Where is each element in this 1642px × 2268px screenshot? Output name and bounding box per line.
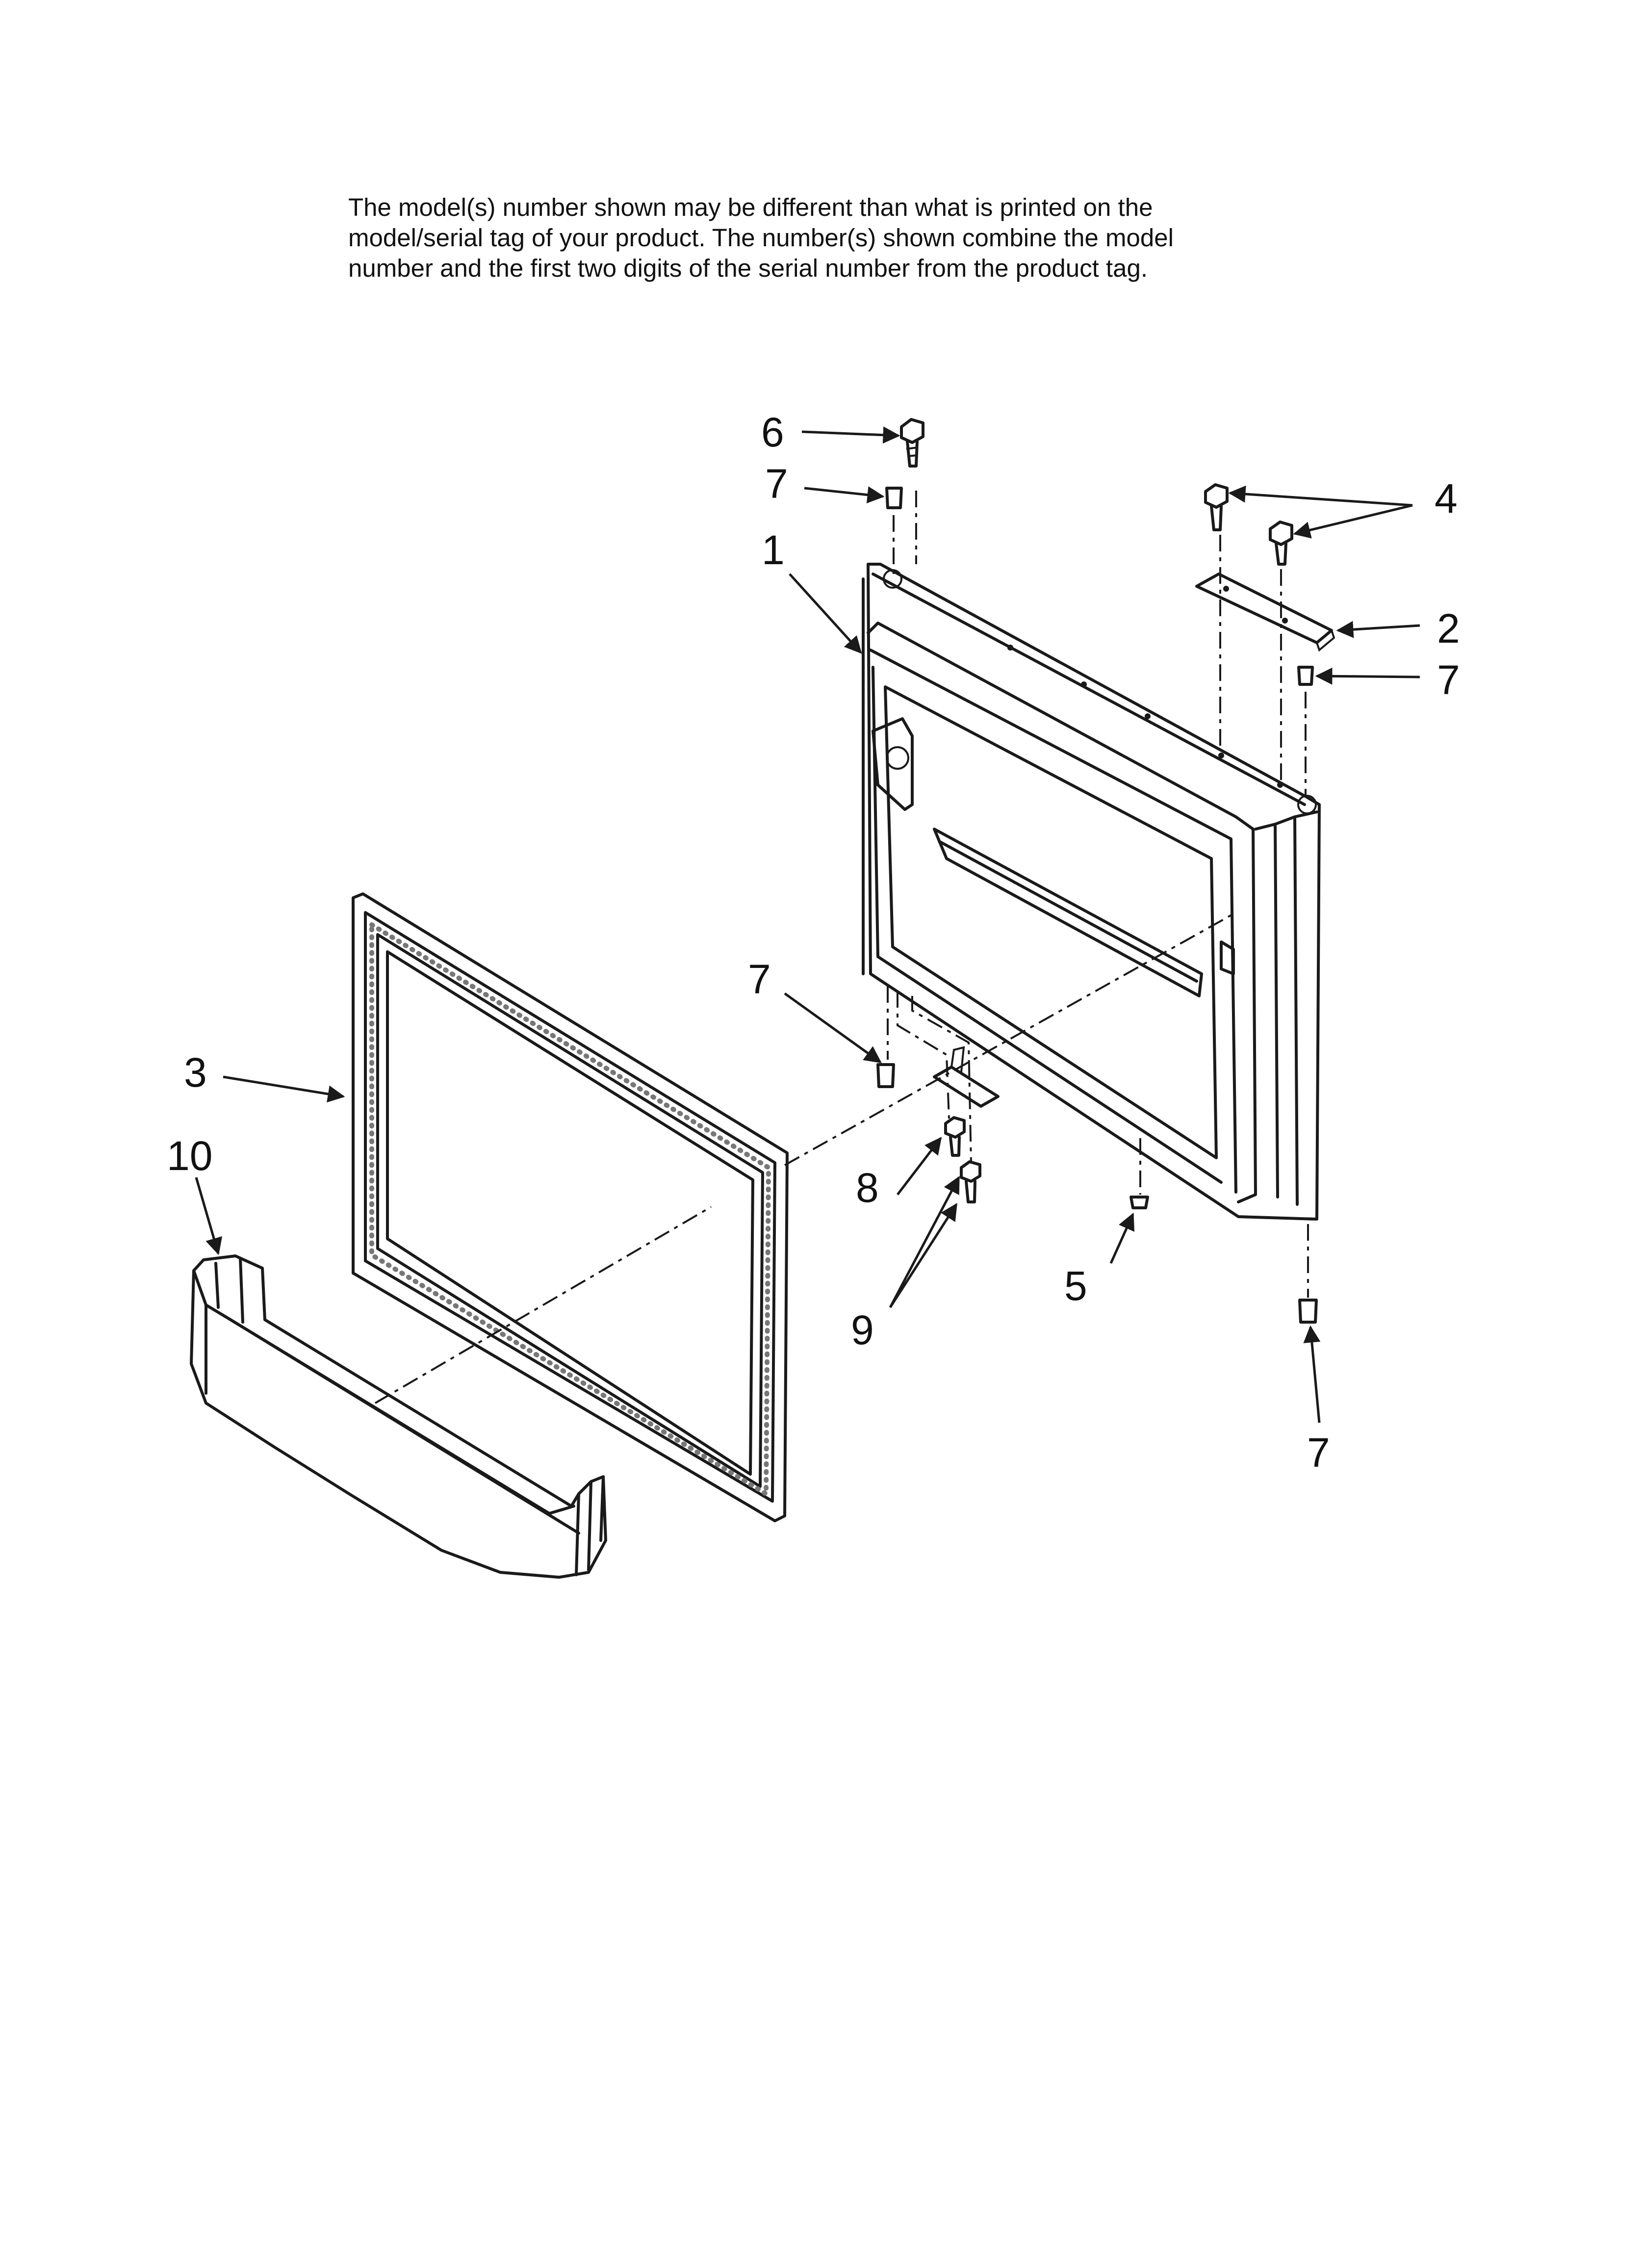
leader-lines [195, 426, 1420, 1423]
callout-1: 1 [762, 527, 785, 573]
callout-6: 6 [761, 409, 784, 455]
screw-4-left [1204, 483, 1229, 531]
door-gasket [352, 892, 789, 1522]
screw-9-right [960, 1160, 981, 1203]
plug-5 [1129, 1196, 1149, 1209]
callout-7-top-left: 7 [765, 461, 788, 507]
note-line-3: number and the first two digits of the s… [348, 254, 1148, 282]
model-number-note: The model(s) number shown may be differe… [348, 192, 1378, 284]
callout-8: 8 [856, 1165, 879, 1211]
callout-3: 3 [184, 1049, 207, 1095]
bushing-7-top-right [1297, 666, 1314, 686]
door-bin [190, 1254, 607, 1579]
screw-9-left [944, 1116, 966, 1157]
screw-6 [900, 418, 924, 468]
bushing-7-mid [876, 1063, 895, 1088]
callout-7-top-right: 7 [1437, 657, 1460, 703]
callout-4: 4 [1435, 475, 1458, 521]
assembly-lines [374, 491, 1309, 1404]
hinge-bracket-bottom [933, 1046, 1000, 1108]
callout-numbers: 6 7 1 4 2 7 7 3 10 8 9 5 7 [167, 409, 1460, 1476]
callout-9: 9 [851, 1307, 874, 1353]
screw-4-right [1269, 521, 1293, 566]
bushing-7-bottom [1298, 1299, 1318, 1324]
callout-10: 10 [167, 1133, 212, 1179]
callout-7-mid: 7 [748, 956, 771, 1002]
callout-2: 2 [1437, 605, 1460, 652]
bushing-7-top-left [885, 487, 903, 509]
callout-7-bottom: 7 [1307, 1430, 1330, 1476]
hinge-bracket-top [1195, 573, 1335, 652]
note-line-2: model/serial tag of your product. The nu… [348, 224, 1174, 252]
callout-5: 5 [1064, 1263, 1087, 1309]
note-line-1: The model(s) number shown may be differe… [348, 193, 1153, 221]
freezer-door [862, 563, 1321, 1221]
